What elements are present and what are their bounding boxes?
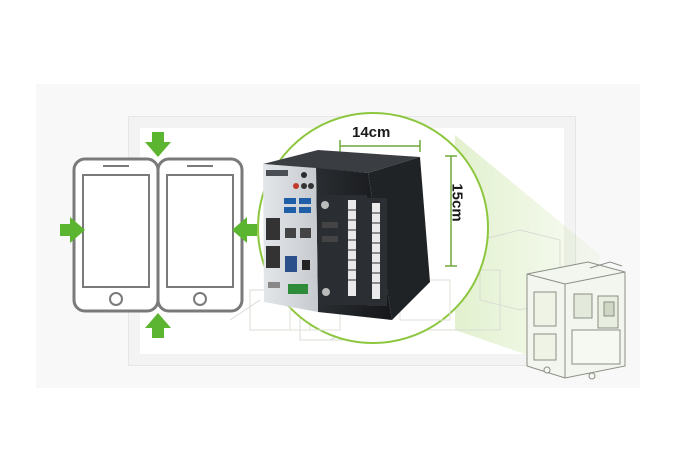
arrow-down-icon	[145, 132, 171, 157]
smartphone-icon	[156, 157, 244, 313]
arrow-right-icon	[60, 217, 85, 243]
width-dimension-label: 14cm	[352, 124, 391, 141]
width-dimension-line	[339, 140, 421, 152]
height-dimension-line	[445, 155, 457, 267]
expansion-slots	[319, 195, 387, 306]
embedded-computer-device	[263, 150, 430, 320]
arrow-up-icon	[145, 313, 171, 338]
industrial-machine-icon	[526, 261, 626, 380]
arrow-left-icon	[232, 217, 257, 243]
height-dimension-label: 15cm	[448, 183, 466, 222]
smartphone-icon	[72, 157, 160, 313]
